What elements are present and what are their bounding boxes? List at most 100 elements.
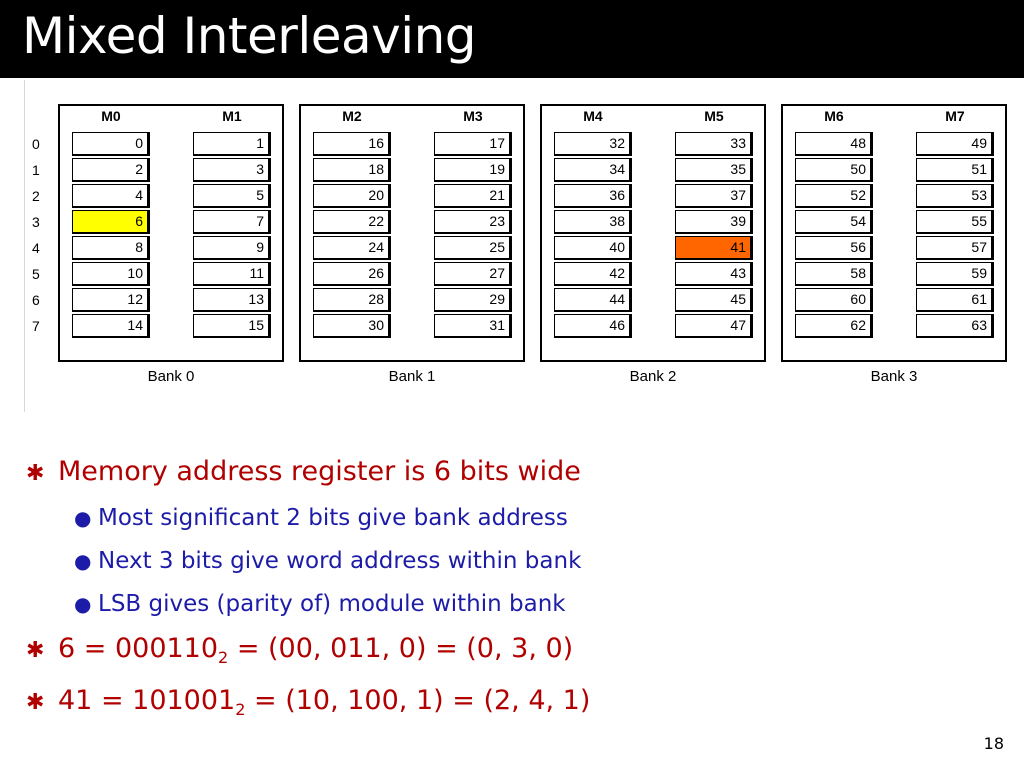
slide-title: Mixed Interleaving: [22, 7, 477, 65]
row-label: 0: [32, 136, 40, 152]
memory-cell: 35: [675, 158, 753, 182]
interleaving-diagram: 0 1 2 3 4 5 6 7 M0 M1 Bank 0 M2 M3 Bank …: [0, 80, 1024, 420]
memory-cell: 48: [795, 132, 873, 156]
memory-cell: 23: [434, 210, 512, 234]
bullet-text-pre: 41 = 101001: [58, 685, 236, 716]
title-bar: Mixed Interleaving: [0, 0, 1024, 78]
memory-cell: 36: [554, 184, 632, 208]
memory-cell: 57: [916, 236, 994, 260]
memory-cell: 63: [916, 314, 994, 338]
memory-cell: 60: [795, 288, 873, 312]
memory-cell: 1: [193, 132, 271, 156]
module-header-m6: M6: [824, 108, 844, 124]
row-label: 5: [32, 266, 40, 282]
bank-0-box: [58, 104, 284, 362]
row-label: 6: [32, 292, 40, 308]
memory-cell: 5: [193, 184, 271, 208]
memory-cell: 15: [193, 314, 271, 338]
memory-cell-highlighted: 41: [675, 236, 753, 260]
dot-bullet-icon: ●: [74, 549, 92, 573]
memory-cell: 53: [916, 184, 994, 208]
memory-cell: 2: [72, 158, 150, 182]
asterisk-bullet-icon: ✱: [26, 690, 45, 715]
module-header-m2: M2: [342, 108, 362, 124]
memory-cell: 40: [554, 236, 632, 260]
module-header-m1: M1: [222, 108, 242, 124]
bullet-text-pre: 6 = 000110: [58, 633, 219, 664]
bank-3-box: [781, 104, 1007, 362]
module-header-m7: M7: [945, 108, 965, 124]
memory-cell: 22: [313, 210, 391, 234]
bullet-text: Memory address register is 6 bits wide: [58, 456, 581, 487]
memory-cell: 9: [193, 236, 271, 260]
memory-cell: 21: [434, 184, 512, 208]
memory-cell: 62: [795, 314, 873, 338]
memory-cell: 16: [313, 132, 391, 156]
memory-cell: 25: [434, 236, 512, 260]
memory-cell: 18: [313, 158, 391, 182]
bullet-level1: ✱41 = 1010012 = (10, 100, 1) = (2, 4, 1): [26, 684, 590, 727]
memory-cell: 14: [72, 314, 150, 338]
row-label: 2: [32, 188, 40, 204]
memory-cell: 34: [554, 158, 632, 182]
memory-cell: 46: [554, 314, 632, 338]
memory-cell: 17: [434, 132, 512, 156]
dot-bullet-icon: ●: [74, 592, 92, 616]
memory-cell: 50: [795, 158, 873, 182]
memory-cell: 28: [313, 288, 391, 312]
memory-cell-highlighted: 6: [72, 210, 150, 234]
bullet-text-post: = (10, 100, 1) = (2, 4, 1): [245, 685, 591, 716]
memory-cell: 33: [675, 132, 753, 156]
memory-cell: 52: [795, 184, 873, 208]
memory-cell: 58: [795, 262, 873, 286]
bank-2-box: [540, 104, 766, 362]
bank-label-3: Bank 3: [870, 368, 918, 385]
memory-cell: 8: [72, 236, 150, 260]
divider: [24, 80, 25, 412]
memory-cell: 31: [434, 314, 512, 338]
memory-cell: 24: [313, 236, 391, 260]
bullet-text: Most significant 2 bits give bank addres…: [98, 505, 568, 531]
bank-label-2: Bank 2: [629, 368, 677, 385]
page-number: 18: [983, 734, 1004, 753]
module-header-m4: M4: [583, 108, 603, 124]
asterisk-bullet-icon: ✱: [26, 461, 45, 486]
memory-cell: 56: [795, 236, 873, 260]
asterisk-bullet-icon: ✱: [26, 638, 45, 663]
row-label: 7: [32, 318, 40, 334]
bank-label-0: Bank 0: [147, 368, 195, 385]
module-header-m0: M0: [101, 108, 121, 124]
bullet-text: Next 3 bits give word address within ban…: [98, 548, 582, 574]
memory-cell: 19: [434, 158, 512, 182]
memory-cell: 13: [193, 288, 271, 312]
bank-1-box: [299, 104, 525, 362]
memory-cell: 47: [675, 314, 753, 338]
row-label: 3: [32, 214, 40, 230]
memory-cell: 7: [193, 210, 271, 234]
memory-cell: 29: [434, 288, 512, 312]
module-header-m5: M5: [704, 108, 724, 124]
module-header-m3: M3: [463, 108, 483, 124]
memory-cell: 45: [675, 288, 753, 312]
memory-cell: 27: [434, 262, 512, 286]
memory-cell: 54: [795, 210, 873, 234]
memory-cell: 11: [193, 262, 271, 286]
memory-cell: 51: [916, 158, 994, 182]
memory-cell: 43: [675, 262, 753, 286]
memory-cell: 61: [916, 288, 994, 312]
memory-cell: 12: [72, 288, 150, 312]
memory-cell: 3: [193, 158, 271, 182]
memory-cell: 42: [554, 262, 632, 286]
memory-cell: 37: [675, 184, 753, 208]
memory-cell: 20: [313, 184, 391, 208]
bullet-level1: ✱6 = 0001102 = (00, 011, 0) = (0, 3, 0): [26, 632, 573, 675]
bullet-level2: ●Most significant 2 bits give bank addre…: [74, 503, 568, 533]
bank-label-1: Bank 1: [388, 368, 436, 385]
memory-cell: 55: [916, 210, 994, 234]
memory-cell: 0: [72, 132, 150, 156]
bullet-level2: ●LSB gives (parity of) module within ban…: [74, 589, 566, 619]
memory-cell: 44: [554, 288, 632, 312]
memory-cell: 49: [916, 132, 994, 156]
memory-cell: 59: [916, 262, 994, 286]
row-label: 4: [32, 240, 40, 256]
